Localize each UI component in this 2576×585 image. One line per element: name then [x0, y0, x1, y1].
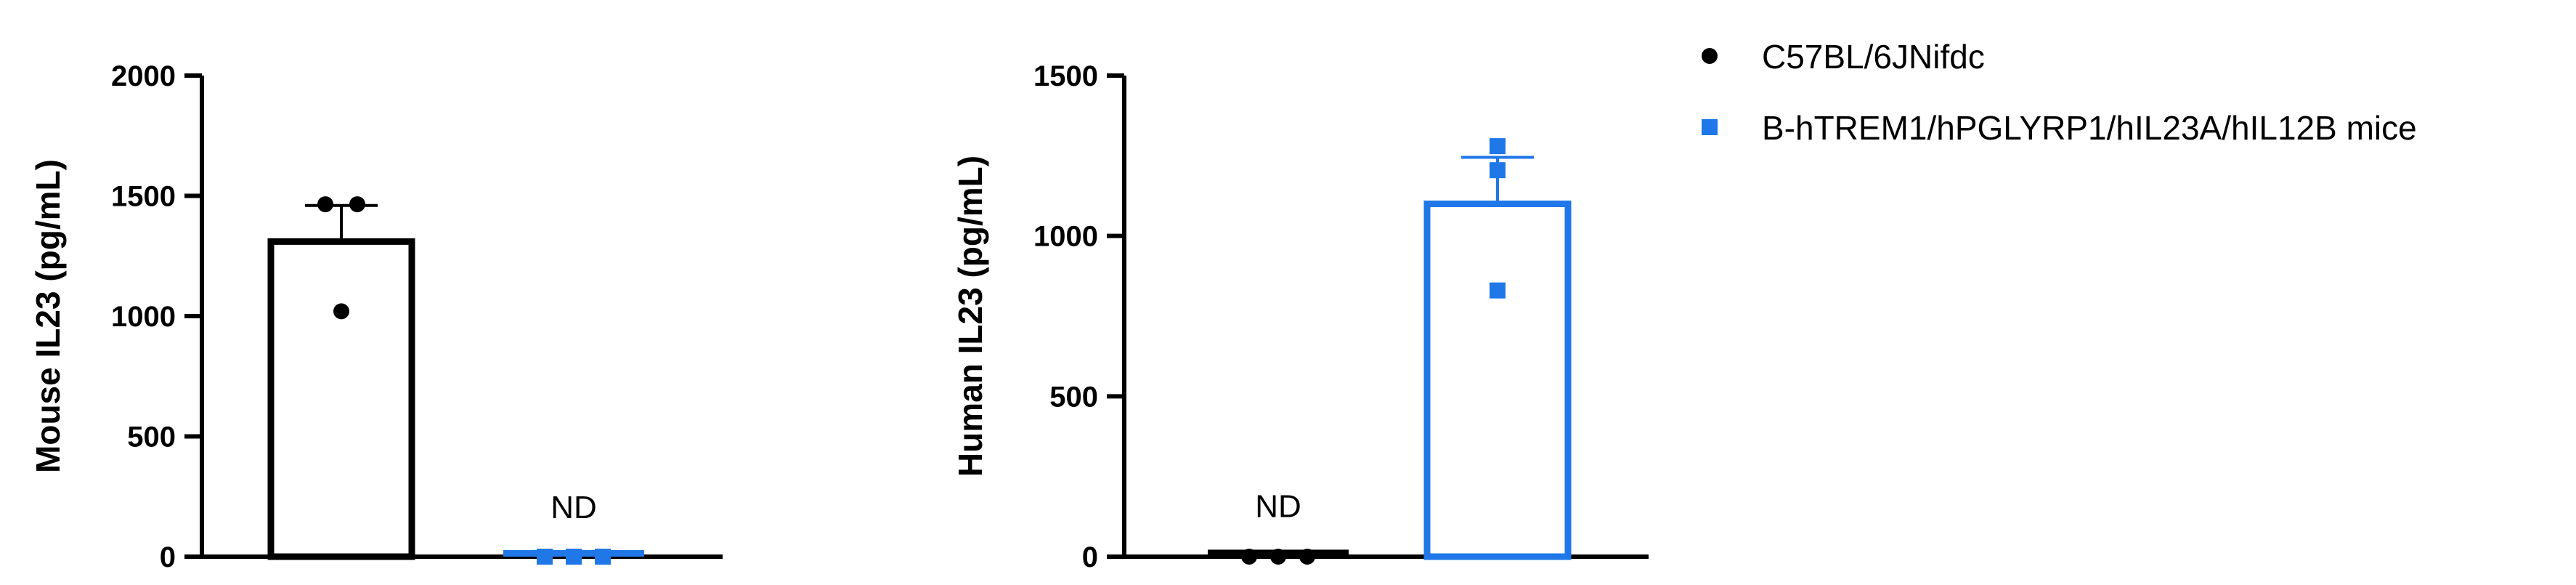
- legend: C57BL/6JNifdcB-hTREM1/hPGLYRP1/hIL23A/hI…: [1702, 38, 2417, 147]
- data-point: [566, 549, 582, 565]
- y-axis-label: Mouse IL23 (pg/mL): [29, 159, 67, 473]
- data-point: [1270, 549, 1286, 565]
- y-tick-label: 1000: [111, 301, 176, 333]
- data-point: [537, 549, 553, 565]
- bar-annotation: ND: [1255, 488, 1301, 524]
- data-point: [1490, 138, 1506, 155]
- y-axis-label: Human IL23 (pg/mL): [951, 156, 989, 477]
- data-point: [1490, 162, 1506, 179]
- y-tick-label: 2000: [111, 60, 176, 92]
- y-tick-label: 1000: [1033, 221, 1098, 253]
- bar-annotation: ND: [550, 490, 597, 525]
- y-tick-label: 1500: [111, 181, 176, 213]
- y-tick-label: 0: [1082, 541, 1098, 573]
- data-point: [1299, 549, 1315, 565]
- y-tick-label: 500: [1049, 381, 1098, 413]
- data-point: [333, 303, 349, 320]
- legend-marker: [1702, 48, 1718, 64]
- data-point: [1241, 549, 1257, 565]
- legend-label: B-hTREM1/hPGLYRP1/hIL23A/hIL12B mice: [1762, 109, 2417, 147]
- bar: [1423, 201, 1572, 560]
- data-point: [1490, 282, 1506, 299]
- y-tick-label: 500: [127, 421, 176, 453]
- data-point: [317, 196, 333, 213]
- legend-label: C57BL/6JNifdc: [1762, 38, 1985, 76]
- y-tick-label: 0: [160, 541, 176, 573]
- data-point: [595, 549, 611, 565]
- legend-marker: [1702, 119, 1718, 135]
- y-tick-label: 1500: [1033, 60, 1098, 92]
- bar: [267, 238, 415, 560]
- data-point: [349, 196, 365, 213]
